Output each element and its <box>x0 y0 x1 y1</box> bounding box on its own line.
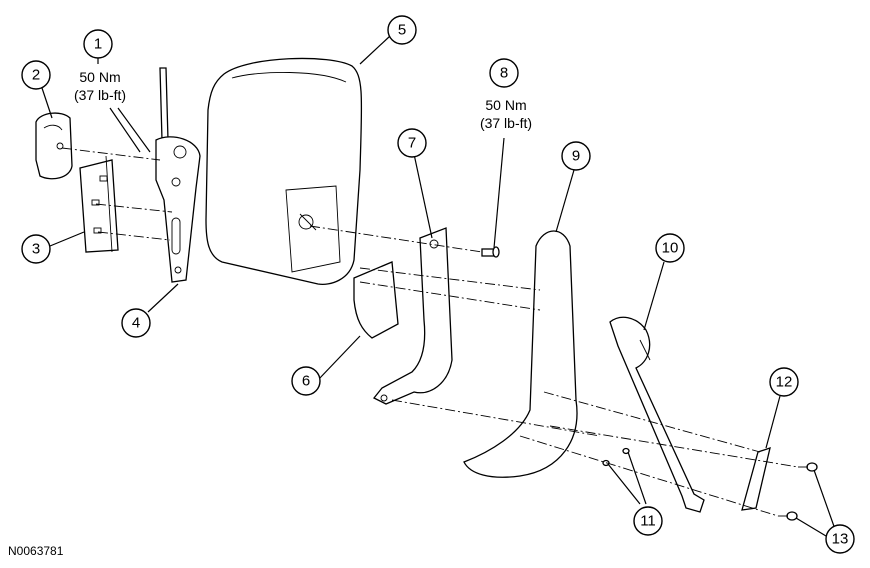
svg-text:2: 2 <box>32 67 40 84</box>
svg-text:11: 11 <box>640 513 656 530</box>
callout-11: 11 <box>633 506 663 536</box>
part-13-screws <box>778 462 818 521</box>
svg-text:3: 3 <box>32 241 40 258</box>
part-3-outer-bracket <box>79 155 119 253</box>
part-12-retainer <box>741 447 771 511</box>
callout-1: 1 <box>83 29 113 59</box>
callout-5: 5 <box>387 15 417 45</box>
callout-2: 2 <box>21 60 51 90</box>
svg-text:1: 1 <box>94 36 102 53</box>
svg-text:(37 lb-ft): (37 lb-ft) <box>74 87 126 103</box>
svg-text:13: 13 <box>832 531 849 548</box>
torque-label-8: 50 Nm (37 lb-ft) <box>480 97 532 131</box>
figure-code: N0063781 <box>8 544 64 558</box>
svg-text:4: 4 <box>132 315 140 332</box>
svg-text:12: 12 <box>776 374 793 391</box>
part-10-belt-bracket <box>609 316 705 513</box>
part-2-recliner-cover <box>35 112 73 180</box>
svg-text:10: 10 <box>662 240 679 257</box>
callout-7: 7 <box>397 128 427 158</box>
svg-text:6: 6 <box>302 373 310 390</box>
svg-text:5: 5 <box>398 22 406 39</box>
callout-13: 13 <box>825 524 855 554</box>
svg-text:50 Nm: 50 Nm <box>485 97 526 113</box>
part-5-seat-back-cushion <box>205 57 363 286</box>
svg-text:8: 8 <box>500 65 508 82</box>
part-6-panel <box>353 261 399 339</box>
callout-12: 12 <box>769 367 799 397</box>
part-4-recliner-mechanism <box>155 67 201 283</box>
svg-text:9: 9 <box>572 148 580 165</box>
callout-9: 9 <box>561 141 591 171</box>
torque-label-1: 50 Nm (37 lb-ft) <box>74 69 126 103</box>
alignment-lines <box>61 147 799 517</box>
part-9-trim-shield <box>463 230 578 478</box>
svg-text:50 Nm: 50 Nm <box>79 69 120 85</box>
svg-text:(37 lb-ft): (37 lb-ft) <box>480 115 532 131</box>
callout-6: 6 <box>291 366 321 396</box>
callout-4: 4 <box>121 308 151 338</box>
callout-10: 10 <box>655 233 685 263</box>
callout-3: 3 <box>21 234 51 264</box>
part-8-bolt <box>481 246 500 258</box>
leader-lines <box>41 35 837 537</box>
callout-8: 8 <box>489 58 519 88</box>
svg-text:7: 7 <box>408 135 416 152</box>
